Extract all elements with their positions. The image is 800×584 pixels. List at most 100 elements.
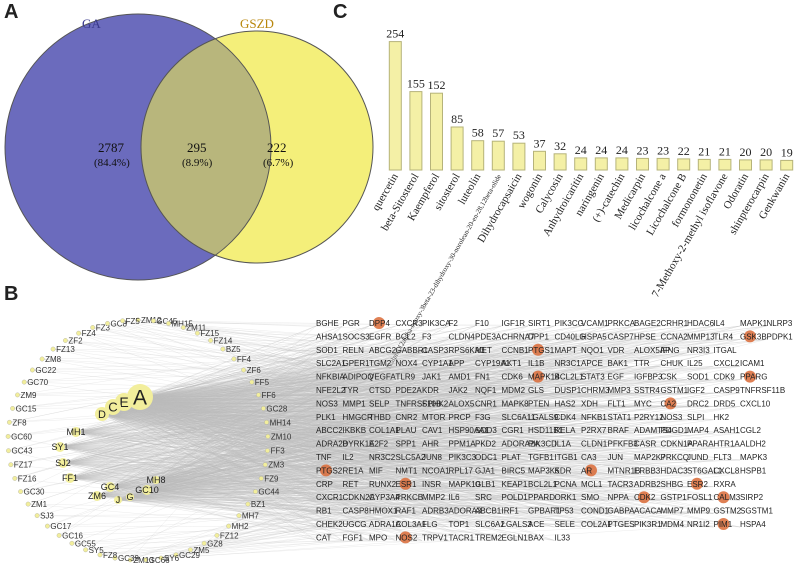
bar [780,159,794,171]
compound-node-label: FZ13 [56,345,75,354]
gene-node-label: TYR [343,386,359,395]
bar-value-label: 21 [719,144,731,158]
gene-node-label: MTOR [422,413,446,422]
gene-node-label: SLC5A2 [396,453,426,462]
gene-node-label: CTSD [369,386,391,395]
gene-node-label: JUN8 [422,453,443,462]
compound-node [112,555,118,561]
bar-value-label: 22 [678,144,690,158]
gene-node-label: PCNA [555,480,578,489]
compound-node [249,379,255,385]
gene-node-label: PLAU [396,426,417,435]
hub-node [152,476,160,484]
gene-node-label: AHR [422,440,439,449]
gene-node-label: GABPA [608,507,636,516]
gene-node-label: NOS2 [396,533,418,542]
gene-node-label: ABCC2 [316,426,343,435]
gene-node-label: DRC2 [687,399,709,408]
compound-node [265,434,271,439]
gene-node-label: CAV1 [422,426,443,435]
gene-node-label: APCE [581,359,603,368]
gene-node-label: HSPA4 [740,520,766,529]
gene-node-label: MMP13 [687,332,715,341]
compound-node-label: GC44 [258,488,279,497]
compound-node-label: FZ5 [126,317,141,326]
gene-node-label: SLC6A11 [502,413,536,422]
gene-node-label: PDGD1 [661,426,689,435]
gene-node-highlight [717,518,730,530]
hub-node-label: MH8 [146,475,165,485]
gene-node-label: ST6GAL1 [687,466,723,475]
bar-value-label: 57 [492,126,504,140]
gene-node-label: TLR4 [714,332,734,341]
hub-node [127,384,153,410]
gene-node-highlight [691,477,703,490]
hub-node [126,493,134,501]
gene-node-label: PRCP [449,413,471,422]
compound-node-label: GC45 [156,317,177,326]
gene-node-label: CXCL10 [740,399,771,408]
gene-node-label: PDE3A [475,332,502,341]
gene-node-label: GPBAR1 [528,507,561,516]
compound-node-label: GC8 [111,319,128,328]
compound-node-label: FZ17 [14,461,33,470]
compound-node [231,356,237,362]
gene-node-label: F2 [449,319,459,328]
gene-node-label: CASR [634,440,656,449]
gene-node-label: NFE2L2 [316,386,346,395]
gene-node-label: PKD2 [475,440,496,449]
compound-node-label: FZ15 [200,329,219,338]
gene-node-label: MAP4 [687,426,709,435]
gene-node-label: BCL2 [396,332,417,341]
gene-node-label: RPL17 [449,466,474,475]
bar [430,92,443,171]
gene-node-label: AR [581,466,592,475]
compound-node [97,552,103,558]
venn-overlap-region [141,31,271,263]
gene-node-label: ESR2 [687,480,708,489]
compound-node-label: GC70 [27,378,48,387]
gene-node-label: MMP2 [422,493,446,502]
gene-node-label: KDR [422,386,439,395]
gene-node-label: CHEK2 [316,520,343,529]
compound-node-label: MH2 [232,522,249,531]
gene-node-label: RPS6KA3 [449,346,486,355]
gene-node-label: STAT3 [581,373,605,382]
gene-node-label: TNFRSF11B [740,386,785,395]
gene-node-label: BAX [528,533,545,542]
compound-node [39,356,45,362]
bar [533,150,546,171]
hub-node-label: GC10 [135,485,159,495]
bar [636,157,649,171]
gene-node-label: PGR [343,319,361,328]
gene-node-label: SOD1 [687,373,709,382]
gene-node-label: GSTM2 [714,507,742,516]
gene-node-label: ESR1 [396,480,417,489]
bar [615,157,629,171]
gene-node-label: CASP7 [608,332,635,341]
bar-value-label: 23 [637,143,649,157]
gene-node-label: ADRA2B [316,440,348,449]
gene-node-label: TTR [634,359,650,368]
gene-node-label: PTGS2 [316,466,343,475]
compound-node [90,325,96,330]
gene-node-label: CNR2 [396,413,418,422]
compound-node-label: GC29 [179,551,200,560]
compound-node [56,533,62,538]
compound-node-label: MH7 [242,512,259,521]
gene-node-highlight [373,317,385,329]
gene-node-label: IGF2 [687,386,705,395]
compound-node [105,321,110,326]
compound-node-label: GC66 [149,556,170,565]
bar [677,158,691,171]
gene-node-label: PIK3R1 [634,520,662,529]
gene-node-label: JUN [608,453,624,462]
gene-node-label: AMD1 [449,373,472,382]
gene-node-label: ITGB1 [555,453,579,462]
hub-node-label: G [126,492,133,502]
gene-node-label: CAT [316,533,332,542]
compound-node [120,318,125,324]
gene-node-highlight [638,491,650,504]
compound-node-label: MH14 [270,418,292,427]
compound-node [201,540,207,546]
